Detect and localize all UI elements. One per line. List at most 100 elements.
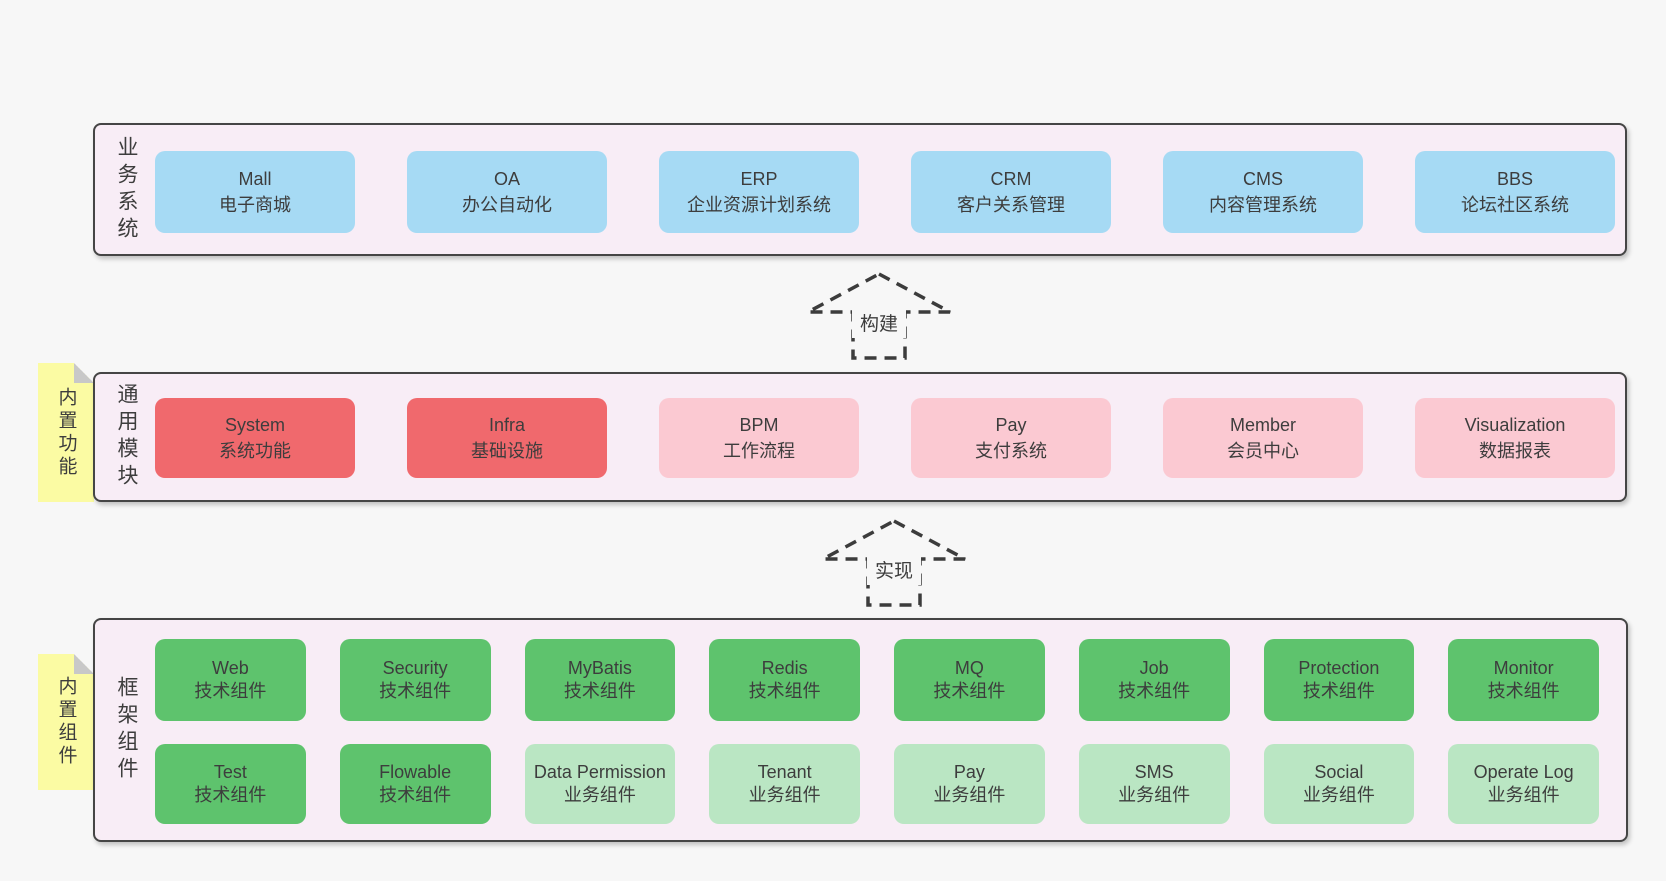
components-layer-label: 框架组件 — [115, 676, 138, 784]
box-bpm-name: BPM — [739, 415, 779, 435]
box-member: Member 会员中心 — [1163, 398, 1363, 478]
box-sms-desc: 业务组件 — [1118, 785, 1191, 805]
box-cms-name: CMS — [1243, 169, 1283, 189]
box-visualization-name: Visualization — [1464, 415, 1566, 435]
note-fold-corner — [74, 654, 94, 674]
box-crm-desc: 客户关系管理 — [957, 195, 1065, 215]
framework-components-layer: 框架组件 Web 技术组件 Security 技术组件 MyBatis 技术组件… — [93, 618, 1628, 842]
built-in-components-note: 内置组件 — [38, 654, 94, 790]
box-web: Web 技术组件 — [155, 639, 306, 721]
box-tenant-desc: 业务组件 — [748, 785, 821, 805]
box-data-permission-desc: 业务组件 — [563, 785, 636, 805]
box-mybatis: MyBatis 技术组件 — [524, 639, 676, 721]
modules-boxes-row: System 系统功能 Infra 基础设施 BPM 工作流程 Pay 支付系统… — [155, 398, 1615, 478]
box-social-desc: 业务组件 — [1302, 785, 1375, 805]
modules-layer-label: 通用模块 — [115, 383, 138, 491]
box-member-desc: 会员中心 — [1227, 441, 1299, 461]
box-erp-name: ERP — [740, 169, 778, 189]
built-in-functions-note: 内置功能 — [38, 363, 94, 502]
box-operate-log-name: Operate Log — [1473, 762, 1574, 782]
box-job-desc: 技术组件 — [1118, 681, 1191, 701]
box-job: Job 技术组件 — [1078, 639, 1230, 721]
box-mq-desc: 技术组件 — [933, 681, 1006, 701]
components-row-2: Test 技术组件 Flowable 技术组件 Data Permission … — [155, 744, 1599, 824]
box-bbs-desc: 论坛社区系统 — [1461, 195, 1569, 215]
box-mq-name: MQ — [954, 658, 984, 678]
box-web-desc: 技术组件 — [194, 681, 267, 701]
box-operate-log-desc: 业务组件 — [1487, 785, 1560, 805]
box-redis-desc: 技术组件 — [748, 681, 821, 701]
build-arrow-label: 构建 — [860, 313, 898, 335]
box-infra-desc: 基础设施 — [471, 441, 543, 461]
build-arrow-label-bg — [852, 308, 906, 338]
box-security-desc: 技术组件 — [379, 681, 452, 701]
box-system: System 系统功能 — [155, 398, 355, 478]
components-row-1: Web 技术组件 Security 技术组件 MyBatis 技术组件 Redi… — [155, 639, 1599, 721]
box-monitor-name: Monitor — [1493, 658, 1554, 678]
box-oa-desc: 办公自动化 — [462, 195, 552, 215]
box-infra-name: Infra — [488, 415, 526, 435]
box-oa-name: OA — [493, 169, 520, 189]
box-pay-biz: Pay 业务组件 — [894, 744, 1045, 824]
built-in-functions-note-label: 内置功能 — [55, 386, 77, 479]
box-pay-biz-name: Pay — [953, 762, 985, 782]
box-system-name: System — [224, 415, 285, 435]
box-system-desc: 系统功能 — [219, 441, 291, 461]
box-test-name: Test — [213, 762, 247, 782]
box-job-name: Job — [1139, 658, 1169, 678]
box-social: Social 业务组件 — [1263, 744, 1415, 824]
box-bbs-name: BBS — [1496, 169, 1534, 189]
box-protection-name: Protection — [1298, 658, 1380, 678]
note-fold-corner — [74, 363, 94, 383]
box-protection: Protection 技术组件 — [1263, 639, 1415, 721]
box-monitor-desc: 技术组件 — [1487, 681, 1560, 701]
box-operate-log: Operate Log 业务组件 — [1448, 744, 1599, 824]
implement-arrow-label: 实现 — [875, 560, 913, 582]
implement-arrow-label-bg — [867, 555, 921, 585]
box-cms: CMS 内容管理系统 — [1163, 151, 1363, 233]
box-test: Test 技术组件 — [155, 744, 306, 824]
box-security-name: Security — [382, 658, 448, 678]
common-modules-layer: 通用模块 System 系统功能 Infra 基础设施 BPM 工作流程 Pay… — [93, 372, 1627, 502]
box-pay-biz-desc: 业务组件 — [933, 785, 1006, 805]
box-visualization: Visualization 数据报表 — [1415, 398, 1615, 478]
box-pay-name: Pay — [995, 415, 1027, 435]
business-layer-label: 业务系统 — [115, 135, 138, 244]
box-erp: ERP 企业资源计划系统 — [659, 151, 859, 233]
box-erp-desc: 企业资源计划系统 — [687, 195, 831, 215]
build-arrow: 构建 — [807, 272, 951, 360]
box-data-permission-name: Data Permission — [533, 762, 666, 782]
box-test-desc: 技术组件 — [194, 785, 267, 805]
box-redis-name: Redis — [761, 658, 808, 678]
box-crm-name: CRM — [990, 169, 1032, 189]
box-pay: Pay 支付系统 — [911, 398, 1111, 478]
box-visualization-desc: 数据报表 — [1479, 441, 1551, 461]
business-systems-layer: 业务系统 Mall 电子商城 OA 办公自动化 ERP 企业资源计划系统 CRM… — [93, 123, 1627, 256]
box-flowable-desc: 技术组件 — [379, 785, 452, 805]
box-flowable-name: Flowable — [379, 762, 452, 782]
box-mybatis-desc: 技术组件 — [563, 681, 636, 701]
box-mall: Mall 电子商城 — [155, 151, 355, 233]
box-social-name: Social — [1314, 762, 1364, 782]
box-member-name: Member — [1229, 415, 1296, 435]
box-sms-name: SMS — [1134, 762, 1174, 782]
box-sms: SMS 业务组件 — [1078, 744, 1230, 824]
implement-arrow-outline — [822, 519, 966, 607]
box-mq: MQ 技术组件 — [894, 639, 1045, 721]
box-protection-desc: 技术组件 — [1302, 681, 1375, 701]
box-bpm-desc: 工作流程 — [723, 441, 795, 461]
box-mall-desc: 电子商城 — [219, 195, 291, 215]
box-security: Security 技术组件 — [339, 639, 491, 721]
business-boxes-row: Mall 电子商城 OA 办公自动化 ERP 企业资源计划系统 CRM 客户关系… — [155, 151, 1615, 233]
box-bbs: BBS 论坛社区系统 — [1415, 151, 1615, 233]
build-arrow-outline — [807, 272, 951, 360]
box-crm: CRM 客户关系管理 — [911, 151, 1111, 233]
box-mybatis-name: MyBatis — [567, 658, 632, 678]
box-mall-name: Mall — [238, 169, 272, 189]
implement-arrow: 实现 — [822, 519, 966, 607]
box-cms-desc: 内容管理系统 — [1209, 195, 1317, 215]
built-in-components-note-label: 内置组件 — [55, 676, 77, 768]
box-flowable: Flowable 技术组件 — [339, 744, 491, 824]
box-pay-desc: 支付系统 — [975, 441, 1047, 461]
box-data-permission: Data Permission 业务组件 — [524, 744, 676, 824]
